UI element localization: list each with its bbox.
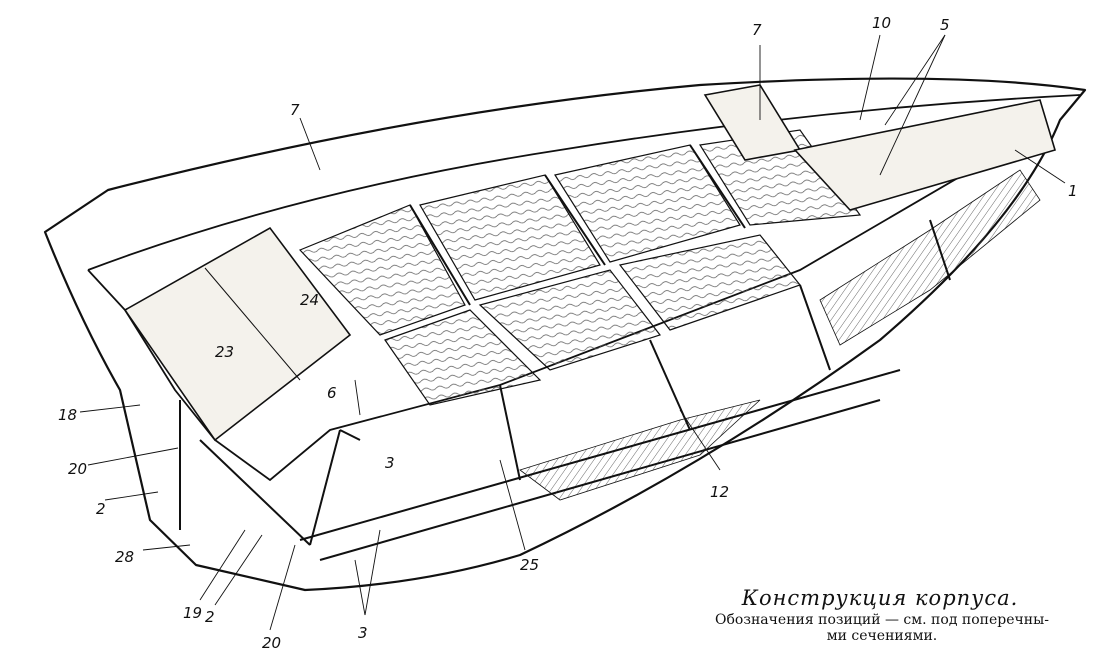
callout-2-left: 2 — [96, 500, 106, 518]
callout-1: 1 — [1068, 182, 1078, 200]
callout-2-bottom: 2 — [205, 608, 215, 626]
frames — [179, 144, 951, 561]
callout-19: 19 — [183, 604, 202, 622]
caption-title: Конструкция корпуса. — [741, 586, 1019, 610]
callout-3-bottom: 3 — [358, 624, 368, 642]
callout-7-side: 7 — [290, 101, 300, 119]
callout-labels: 7 7 10 5 1 24 23 18 6 3 20 2 12 28 25 19… — [58, 14, 1078, 652]
callout-28: 28 — [115, 548, 134, 566]
bow-deck — [703, 84, 1056, 211]
hull-outline — [43, 77, 1087, 592]
caption-note-line-2: ми сечениями. — [826, 628, 938, 644]
callout-5: 5 — [940, 16, 950, 34]
callout-25: 25 — [520, 556, 539, 574]
callout-3-inner: 3 — [385, 454, 395, 472]
callout-24: 24 — [300, 291, 319, 309]
floor-boards — [298, 129, 862, 406]
caption-note-line-1: Обозначения позиций — см. под поперечны- — [715, 612, 1049, 628]
bottom-hatching — [519, 169, 1041, 501]
callout-10: 10 — [872, 14, 891, 32]
leader-lines — [79, 34, 1066, 631]
callout-6: 6 — [327, 384, 337, 402]
callout-12: 12 — [710, 483, 729, 501]
callout-20-left: 20 — [68, 460, 87, 478]
callout-7-bow: 7 — [752, 21, 762, 39]
callout-18: 18 — [58, 406, 77, 424]
caption-note: Обозначения позиций — см. под поперечны-… — [672, 612, 1092, 644]
stern-seat — [123, 226, 352, 442]
callout-23: 23 — [215, 343, 234, 361]
callout-20-bottom: 20 — [262, 634, 281, 652]
